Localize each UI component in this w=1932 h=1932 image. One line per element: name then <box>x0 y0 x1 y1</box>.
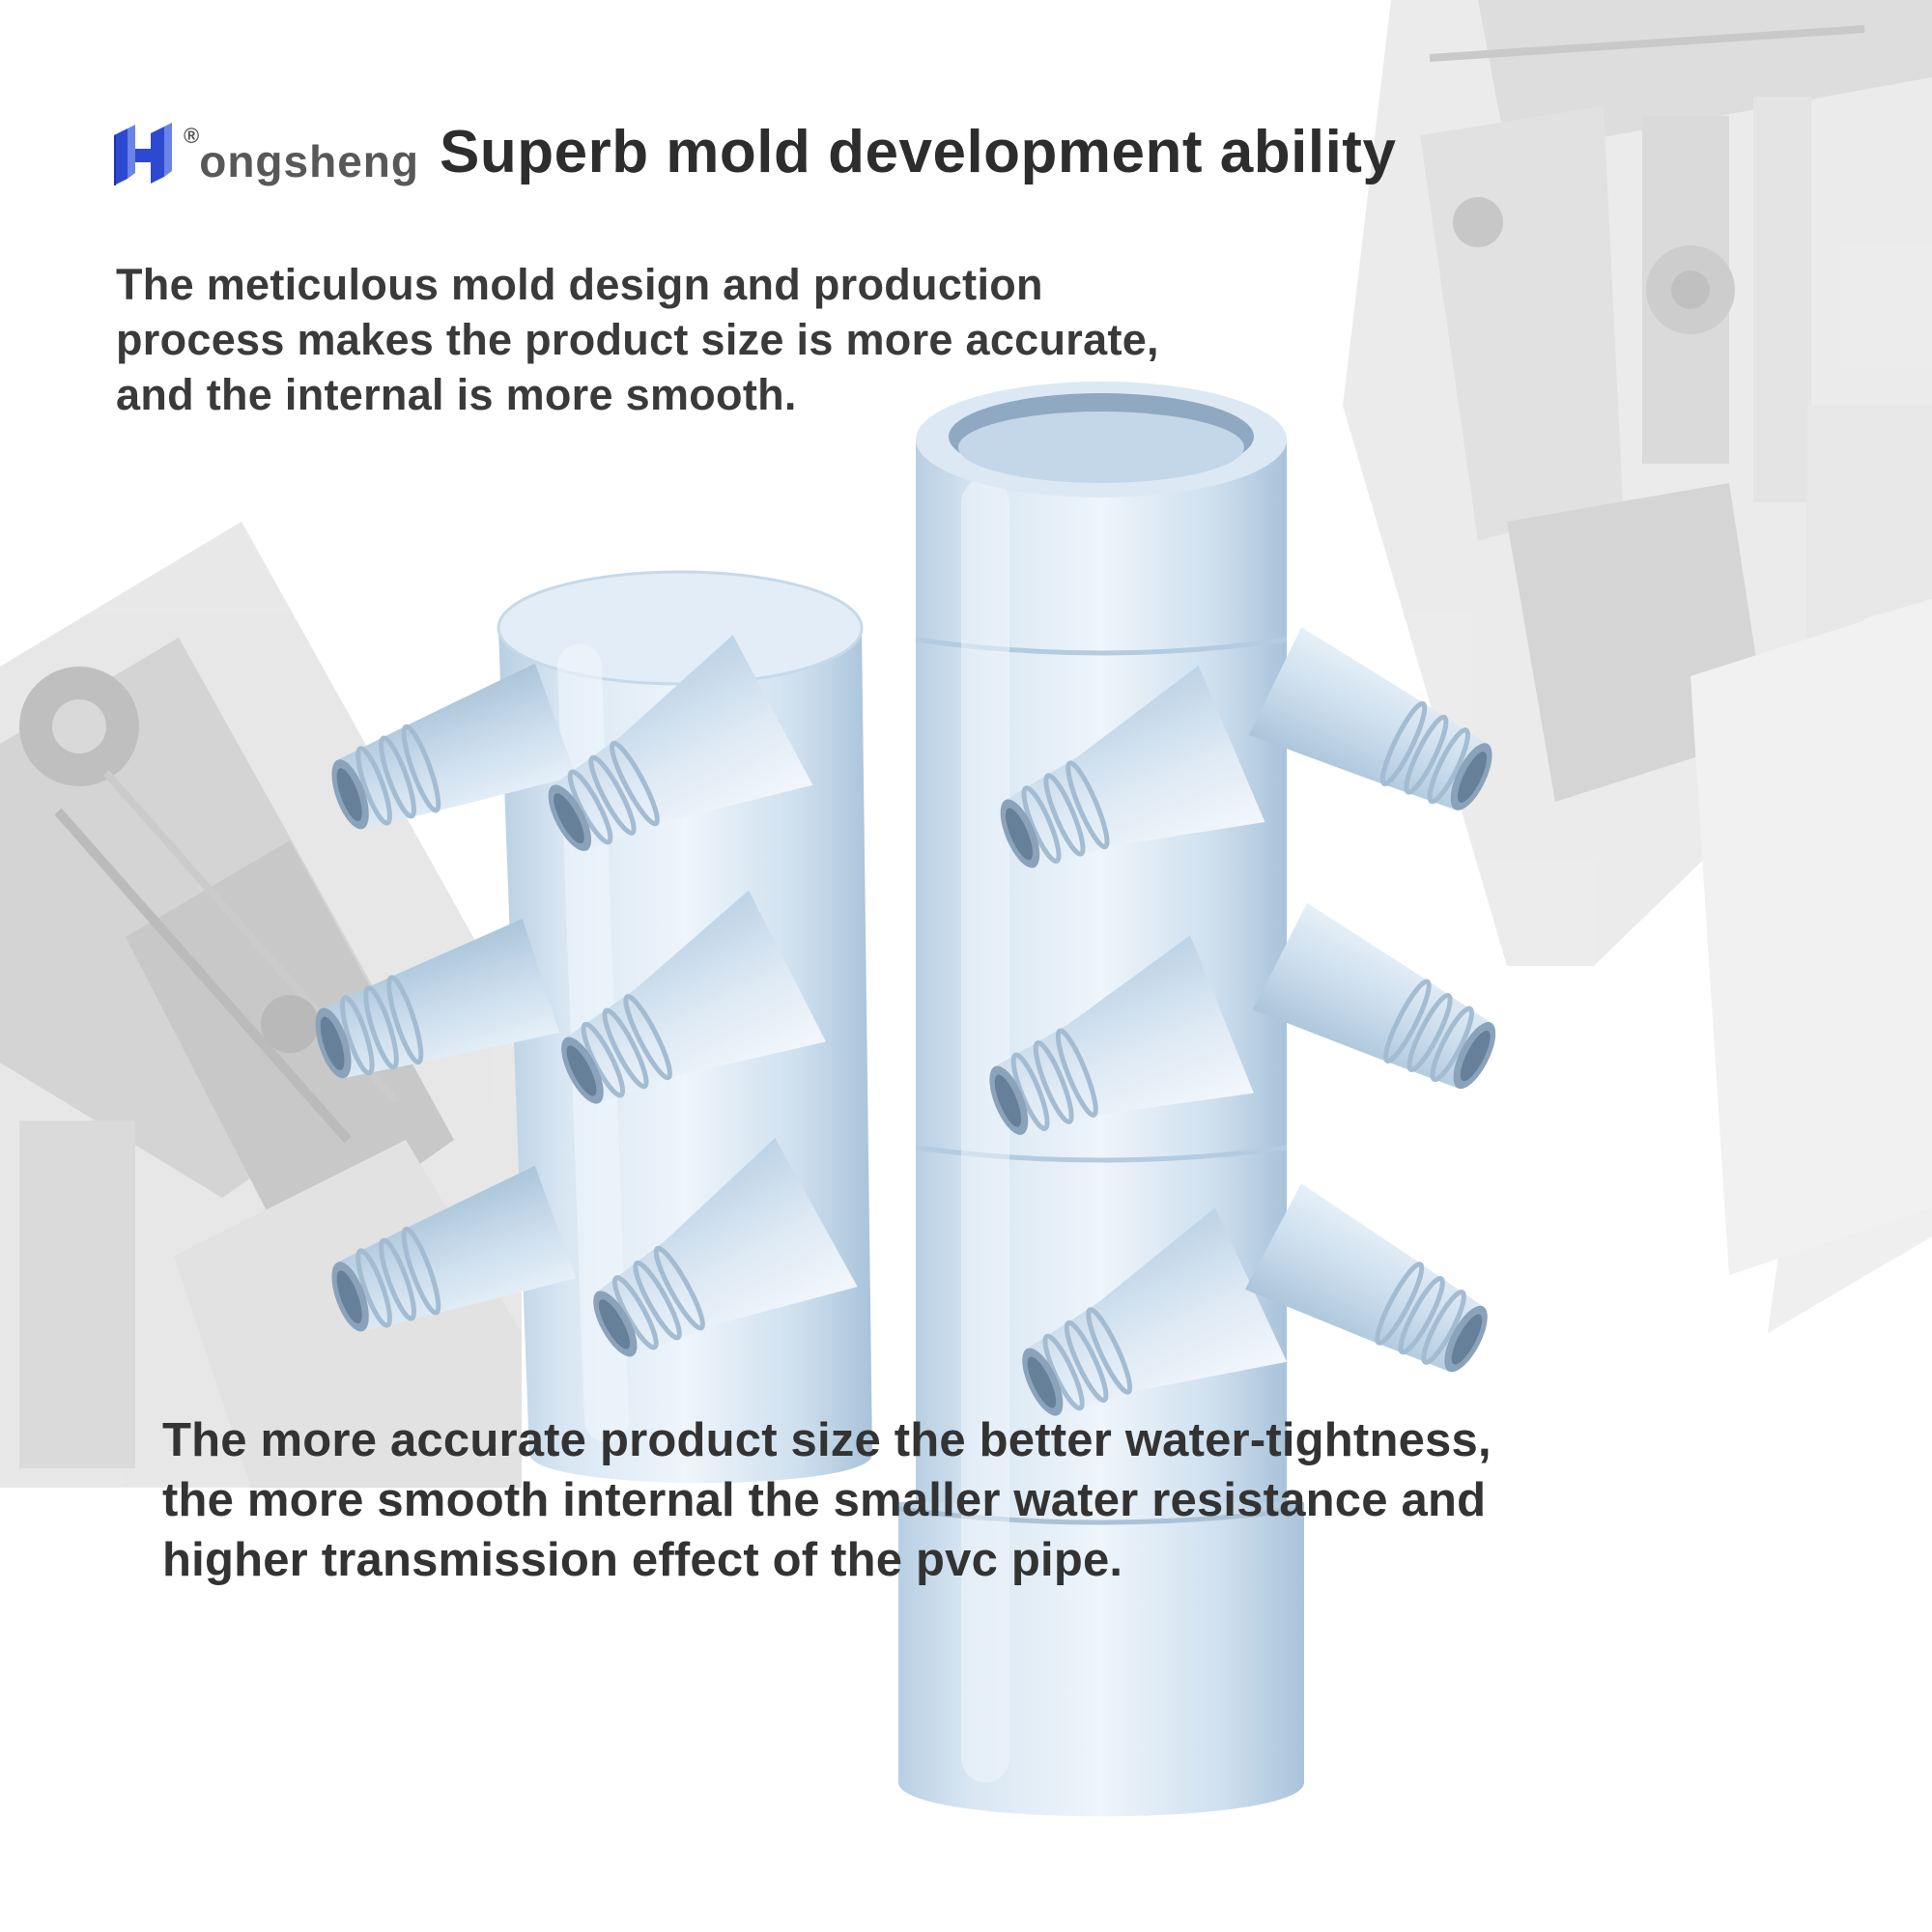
intro-paragraph: The meticulous mold design and productio… <box>116 257 1159 422</box>
left-manifold-side-outlets <box>301 664 577 1358</box>
registered-trademark: ® <box>184 124 200 148</box>
brand-logo: ® ongsheng <box>108 116 419 187</box>
brand-logo-text: ongsheng <box>199 136 419 186</box>
benefit-paragraph: The more accurate product size the bette… <box>162 1410 1492 1590</box>
intro-line-2: process makes the product size is more a… <box>116 315 1159 364</box>
headline: Superb mold development ability <box>440 119 1397 185</box>
right-manifold-top-opening <box>916 382 1287 497</box>
right-manifold-side-outlets <box>1245 627 1515 1399</box>
benefit-line-3: higher transmission effect of the pvc pi… <box>162 1534 1123 1586</box>
benefit-line-2: the more smooth internal the smaller wat… <box>162 1474 1487 1526</box>
left-manifold <box>301 570 873 1483</box>
hongsheng-logo-icon <box>114 123 172 185</box>
intro-line-3: and the internal is more smooth. <box>116 370 797 419</box>
intro-line-1: The meticulous mold design and productio… <box>116 260 1043 309</box>
benefit-line-1: The more accurate product size the bette… <box>162 1414 1492 1466</box>
right-manifold <box>897 382 1515 1817</box>
